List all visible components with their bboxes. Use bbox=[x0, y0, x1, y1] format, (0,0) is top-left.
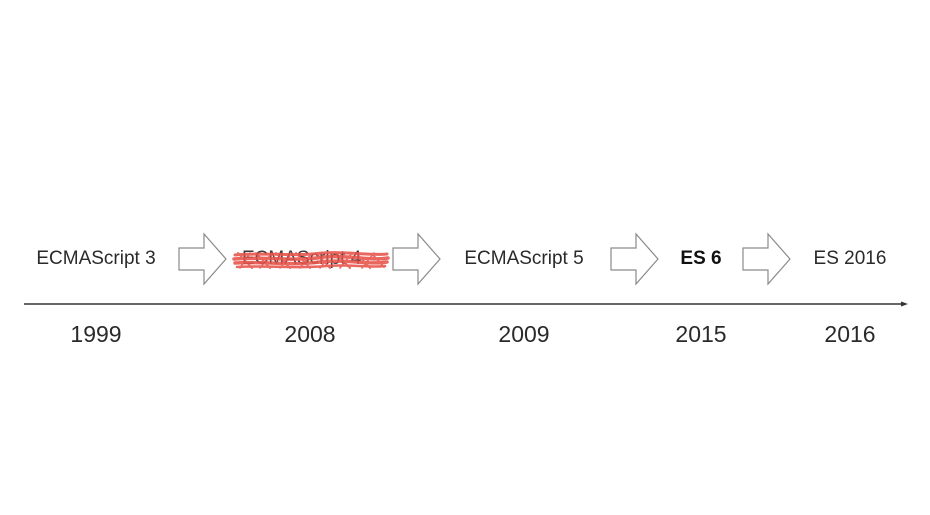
right-arrow-icon bbox=[392, 232, 441, 286]
right-arrow-icon bbox=[178, 232, 227, 286]
version-es-2016: ES 2016 bbox=[813, 248, 887, 269]
timeline-axis bbox=[24, 301, 908, 307]
version-ecmascript-5: ECMAScript 5 bbox=[464, 248, 584, 269]
right-arrow-icon bbox=[610, 232, 659, 286]
year-label: 2009 bbox=[498, 321, 550, 347]
right-arrow-icon bbox=[742, 232, 791, 286]
year-label: 1999 bbox=[70, 321, 122, 347]
version-es-6: ES 6 bbox=[680, 248, 722, 269]
year-label: 2008 bbox=[284, 321, 336, 347]
year-label: 2015 bbox=[675, 321, 727, 347]
strikethrough-scribble-icon bbox=[232, 251, 390, 269]
year-label: 2016 bbox=[824, 321, 876, 347]
version-ecmascript-4-struck: ECMAScript 4 bbox=[232, 244, 390, 274]
version-ecmascript-3: ECMAScript 3 bbox=[36, 248, 156, 269]
